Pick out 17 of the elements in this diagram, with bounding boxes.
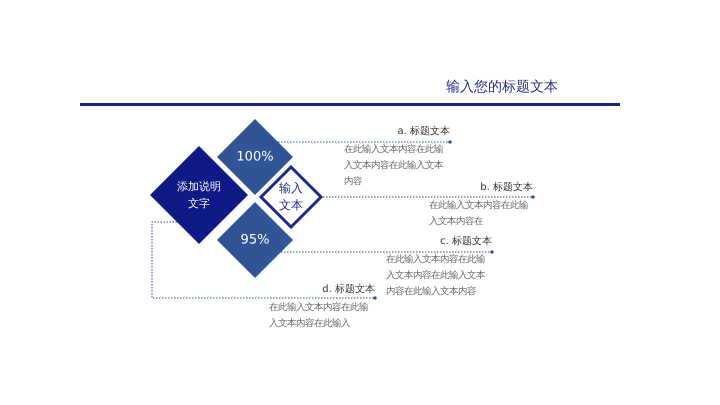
leader-line (152, 222, 377, 300)
heading: a. 标题文本 (396, 125, 450, 139)
body-text: 在此输入文本内容在此输入文本内容在 (429, 199, 529, 229)
heading: d. 标题文本 (321, 283, 375, 297)
diamond-label: 输入文本 (278, 180, 304, 214)
title: 输入您的标题文本 (446, 78, 558, 96)
heading: b. 标题文本 (479, 181, 533, 195)
body-text: 在此输入文本内容在此输入文本内容在此输入文本内容 (344, 143, 444, 189)
diamond-label: 100% (236, 148, 274, 166)
body-text: 在此输入文本内容在此输入文本内容在此输入 (269, 301, 369, 331)
diamond-label: 添加说明文字 (176, 179, 222, 212)
heading: c. 标题文本 (439, 235, 492, 249)
leader-line (280, 250, 494, 254)
body-text: 在此输入文本内容在此输入文本内容在此输入文本内容在此输入文本内容 (386, 253, 486, 299)
leader-line (322, 195, 535, 199)
leader-line (278, 140, 452, 144)
diamond-label: 95% (240, 232, 270, 248)
